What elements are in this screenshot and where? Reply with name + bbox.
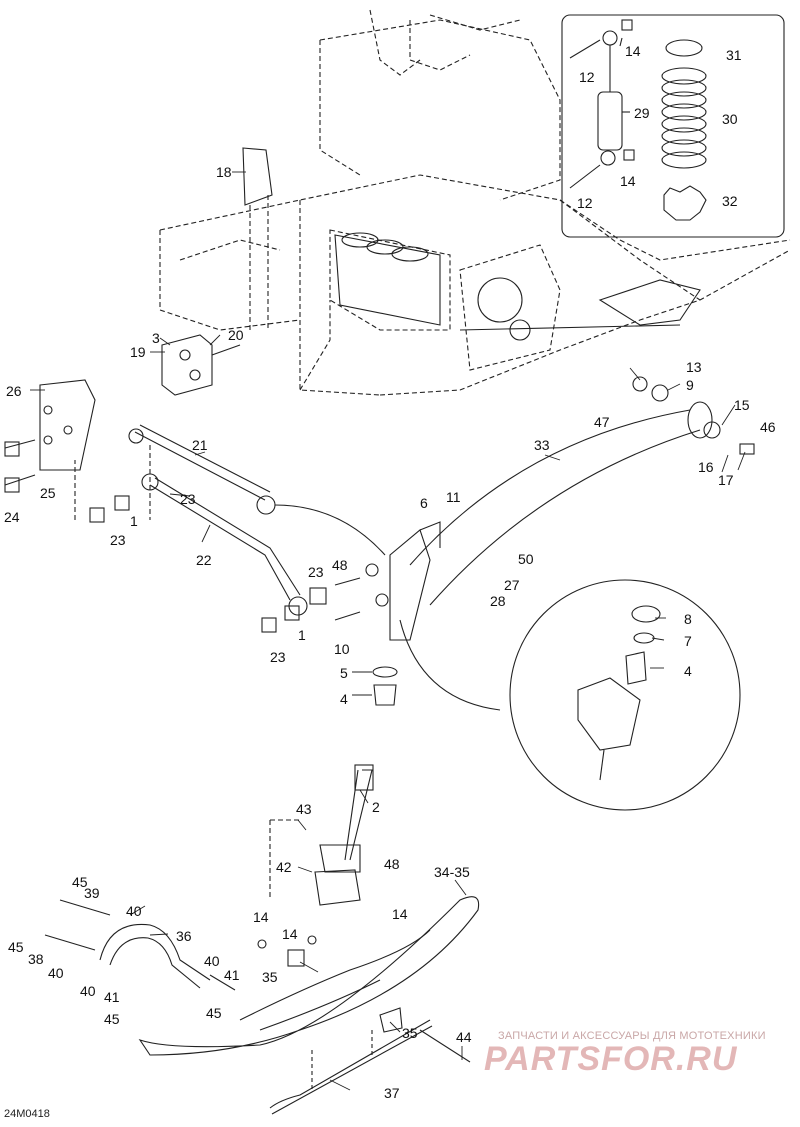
callout-24: 24 <box>4 509 20 525</box>
callout-7: 7 <box>684 633 692 649</box>
callout-38: 38 <box>28 951 44 967</box>
callout-40: 40 <box>80 983 96 999</box>
callout-5: 5 <box>340 665 348 681</box>
callout-25: 25 <box>40 485 56 501</box>
callout-35: 35 <box>262 969 278 985</box>
callout-44: 44 <box>456 1029 472 1045</box>
callout-48: 48 <box>332 557 348 573</box>
shock-absorber <box>569 19 635 189</box>
callout-36: 36 <box>176 928 192 944</box>
callout-23: 23 <box>180 491 196 507</box>
callout-12: 12 <box>577 195 593 211</box>
callout-9: 9 <box>686 377 694 393</box>
callout-40: 40 <box>204 953 220 969</box>
detail-circle <box>509 579 741 811</box>
leader-arrow-1 <box>274 504 386 556</box>
callout-2: 2 <box>372 799 380 815</box>
callout-23: 23 <box>110 532 126 548</box>
callout-35: 35 <box>402 1025 418 1041</box>
callout-46: 46 <box>760 419 776 435</box>
callout-26: 26 <box>6 383 22 399</box>
callout-1: 1 <box>130 513 138 529</box>
callout-31: 31 <box>726 47 742 63</box>
callout-13: 13 <box>686 359 702 375</box>
callout-41: 41 <box>224 967 240 983</box>
callout-23: 23 <box>308 564 324 580</box>
plate-26 <box>4 379 96 493</box>
watermark-tagline: ЗАПЧАСТИ И АКСЕССУАРЫ ДЛЯ МОТОТЕХНИКИ <box>498 1030 766 1042</box>
callout-22: 22 <box>196 552 212 568</box>
bracket-19 <box>161 334 241 396</box>
engine-block <box>334 232 701 341</box>
callout-4: 4 <box>340 691 348 707</box>
callout-20: 20 <box>228 327 244 343</box>
callout-23: 23 <box>270 649 286 665</box>
callout-17: 17 <box>718 472 734 488</box>
callout-47: 47 <box>594 414 610 430</box>
lower-arm-22 <box>74 460 327 633</box>
callout-32: 32 <box>722 193 738 209</box>
leader-lines <box>30 171 746 1091</box>
callout-48: 48 <box>384 856 400 872</box>
chassis-frame <box>159 9 791 396</box>
callout-21: 21 <box>192 437 208 453</box>
callout-1: 1 <box>298 627 306 643</box>
callout-28: 28 <box>490 593 506 609</box>
callout-39: 39 <box>84 885 100 901</box>
callout-11: 11 <box>446 489 461 505</box>
callout-10: 10 <box>334 641 350 657</box>
callout-41: 41 <box>104 989 120 1005</box>
leader-arrow-2 <box>399 619 501 711</box>
callout-14: 14 <box>392 906 408 922</box>
callout-15: 15 <box>734 397 750 413</box>
diagram-code: 24M0418 <box>4 1108 50 1120</box>
callout-30: 30 <box>722 111 738 127</box>
ski <box>138 896 480 1056</box>
callout-50: 50 <box>518 551 534 567</box>
runner-37 <box>269 1019 471 1115</box>
bracket-18 <box>242 147 273 330</box>
spindle-assembly <box>269 521 441 906</box>
shock-inset <box>561 14 785 238</box>
callout-14: 14 <box>620 173 636 189</box>
callout-42: 42 <box>276 859 292 875</box>
callout-14: 14 <box>625 43 641 59</box>
callout-8: 8 <box>684 611 692 627</box>
arm-33 <box>409 376 755 606</box>
callout-12: 12 <box>579 69 595 85</box>
callout-18: 18 <box>216 164 232 180</box>
callout-45: 45 <box>72 874 88 890</box>
callout-16: 16 <box>698 459 714 475</box>
callout-34-35: 34-35 <box>434 864 470 880</box>
watermark-logo: PARTSFOR.RU <box>484 1040 738 1078</box>
callout-6: 6 <box>420 495 428 511</box>
callout-27: 27 <box>504 577 520 593</box>
callout-43: 43 <box>296 801 312 817</box>
shock-spring <box>661 39 707 221</box>
callout-14: 14 <box>282 926 298 942</box>
callout-45: 45 <box>206 1005 222 1021</box>
callout-40: 40 <box>126 903 142 919</box>
callout-14: 14 <box>253 909 269 925</box>
callout-19: 19 <box>130 344 146 360</box>
callout-33: 33 <box>534 437 550 453</box>
callout-40: 40 <box>48 965 64 981</box>
callout-45: 45 <box>104 1011 120 1027</box>
callout-29: 29 <box>634 105 650 121</box>
handle-36 <box>44 899 236 991</box>
callout-45: 45 <box>8 939 24 955</box>
callout-4: 4 <box>684 663 692 679</box>
callout-37: 37 <box>384 1085 400 1101</box>
callout-3: 3 <box>152 330 160 346</box>
